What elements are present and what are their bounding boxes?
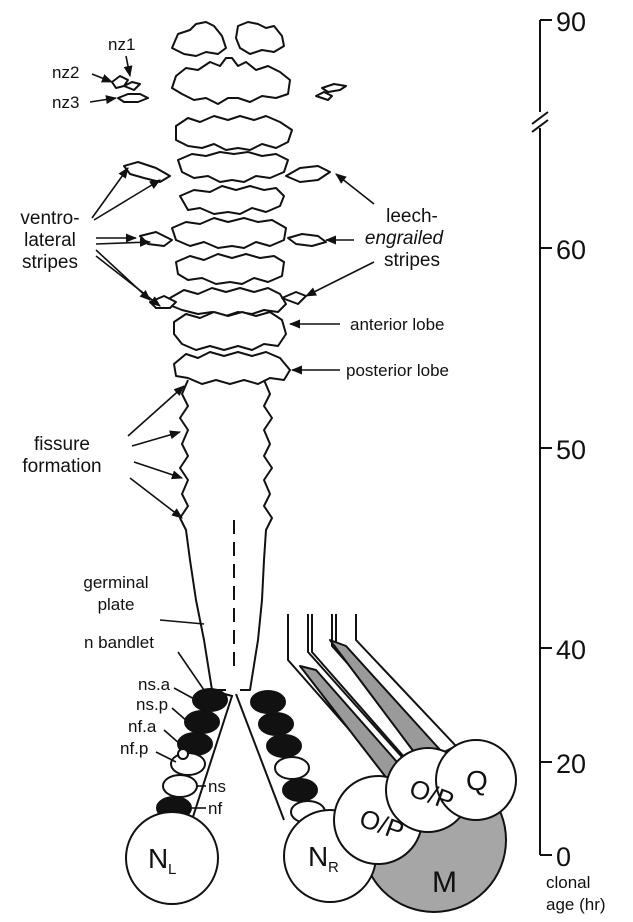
label-nz3: nz3: [52, 93, 79, 112]
cell-nr-subscript: R: [328, 859, 339, 876]
arrow-fissure-3: [134, 462, 182, 478]
blast-cell-ns-p: [185, 711, 219, 733]
axis-title-line-1: clonal: [546, 873, 590, 892]
label-le-stripes: stripes: [384, 250, 440, 271]
label-ventrolateral-1: ventro-: [20, 208, 79, 229]
blast-cell-ns: [163, 775, 197, 797]
arrow-fissure-2: [132, 432, 180, 446]
head-segment-3: [172, 58, 290, 104]
blast-cell-ns-a: [193, 689, 227, 711]
label-nz2: nz2: [52, 63, 79, 82]
label-leech-prefix: leech-: [386, 206, 438, 227]
stripe-left-2: [140, 232, 172, 246]
blast-cell-nucleus: [178, 749, 188, 759]
nr-blast-1: [251, 691, 285, 713]
stripe-right-1: [286, 166, 330, 182]
label-n-bandlet: n bandlet: [84, 633, 154, 652]
label-ventrolateral-3: stripes: [22, 252, 78, 273]
segment-5: [176, 254, 284, 284]
head-lobe-left: [172, 22, 226, 56]
cell-nl-subscript: L: [168, 861, 176, 878]
tick-label-50: 50: [556, 435, 586, 465]
label-germinal-2: plate: [98, 595, 135, 614]
label-germinal-1: germinal: [83, 573, 148, 592]
arrow-vl-6: [96, 256, 160, 306]
leader-nf-p: [156, 752, 176, 762]
label-ventrolateral-2: lateral: [24, 230, 76, 251]
head-lobe-right: [236, 22, 284, 54]
germinal-plate-right-edge: [240, 380, 272, 690]
leader-ns-p: [172, 708, 188, 722]
label-nz1: nz1: [108, 35, 135, 54]
arrow-vl-2: [94, 180, 160, 220]
cell-nl-label: N: [148, 843, 168, 874]
germinal-plate-left-edge: [180, 380, 226, 690]
germinal-plate-outline: [180, 380, 272, 690]
leader-ns-a: [174, 688, 196, 700]
arrow-vl-4: [96, 242, 150, 244]
label-ns: ns: [208, 777, 226, 796]
arrow-le-1: [336, 174, 374, 204]
arrow-le-3: [306, 262, 374, 296]
label-engrailed: engrailed: [365, 228, 445, 249]
segment-posterior-lobe: [174, 352, 290, 384]
right-cell-upper: [322, 84, 346, 92]
head-segments: [112, 22, 346, 104]
cell-m-label: M: [432, 866, 457, 899]
leader-germinal-plate: [160, 620, 204, 624]
tick-label-40: 40: [556, 635, 586, 665]
arrow-nz2: [92, 74, 112, 82]
label-fissure-2: formation: [22, 456, 101, 477]
arrow-nz1: [126, 56, 130, 76]
label-nf: nf: [208, 799, 222, 818]
tick-label-90: 90: [556, 7, 586, 37]
tick-label-60: 60: [556, 235, 586, 265]
cell-nl: [126, 812, 218, 904]
segment-4: [172, 218, 286, 248]
arrow-fissure-4: [130, 478, 182, 518]
tick-label-0: 0: [556, 842, 571, 872]
cell-nr-label: N: [308, 841, 328, 872]
right-cell-small: [316, 92, 332, 100]
trunk-segments: [170, 116, 292, 384]
label-fissure-1: fissure: [34, 434, 90, 455]
label-nf-p: nf.p: [120, 739, 148, 758]
segment-2: [178, 152, 288, 182]
nr-blast-4: [275, 757, 309, 779]
label-ns-a: ns.a: [138, 675, 171, 694]
leader-nf-a: [164, 730, 180, 744]
label-posterior-lobe: posterior lobe: [346, 361, 449, 380]
segment-1: [176, 116, 292, 150]
nr-blast-2: [259, 713, 293, 735]
axis-title-line-2: age (hr): [546, 895, 606, 914]
segment-3: [180, 186, 284, 214]
label-ns-p: ns.p: [136, 695, 168, 714]
segment-anterior-lobe: [174, 312, 286, 350]
stripe-left-1: [124, 162, 170, 182]
label-anterior-lobe: anterior lobe: [350, 315, 445, 334]
arrow-fissure-1: [128, 386, 184, 436]
nz3-cell: [118, 94, 148, 102]
label-nf-a: nf.a: [128, 717, 157, 736]
stripe-right-2: [288, 234, 326, 246]
nr-blast-3: [267, 735, 301, 757]
arrow-nz3: [90, 98, 116, 102]
tick-label-20: 20: [556, 749, 586, 779]
leader-n-bandlet: [178, 652, 204, 690]
clonal-age-axis: [532, 20, 552, 855]
cell-q-label: Q: [466, 765, 488, 796]
nr-blast-5: [283, 779, 317, 801]
